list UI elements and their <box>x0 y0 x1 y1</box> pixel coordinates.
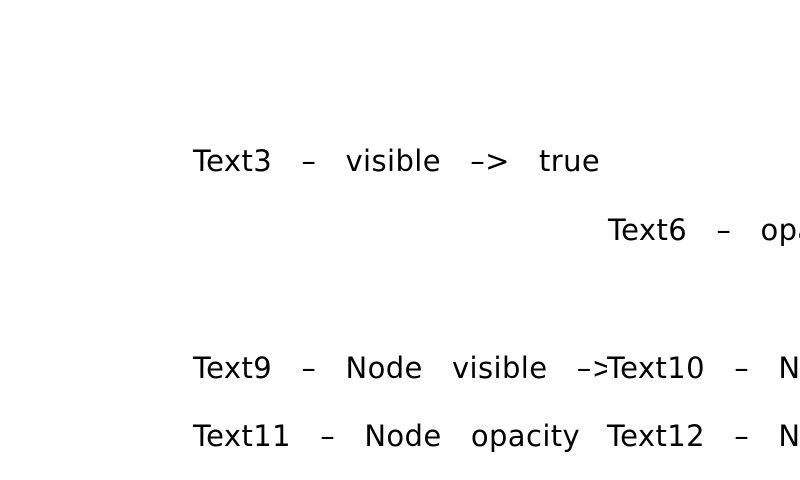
text-node-text12[interactable]: Text12 – Node opacity –> 0.5 <box>607 419 800 453</box>
text-node-text10[interactable]: Text10 – Node visible –> true <box>607 351 800 385</box>
text-node-text6[interactable]: Text6 – opacity –> 1.0 <box>608 213 800 247</box>
text-node-text3[interactable]: Text3 – visible –> true <box>193 144 601 178</box>
